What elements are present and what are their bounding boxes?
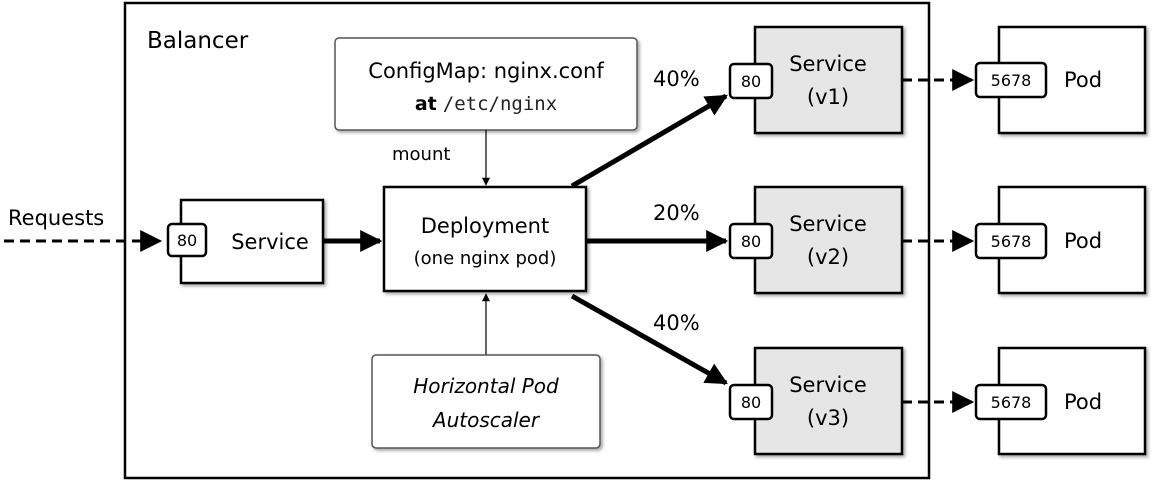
service-v2-title: Service <box>789 212 867 236</box>
hpa-line1: Horizontal Pod <box>413 374 559 398</box>
hpa-node[interactable]: Horizontal Pod Autoscaler <box>371 354 601 449</box>
deployment-title: Deployment <box>421 214 549 238</box>
entry-service-port-label: 80 <box>177 231 197 250</box>
service-v2-port <box>728 222 774 260</box>
entry-service-label: Service <box>231 230 309 254</box>
service-v3-version: (v3) <box>807 406 849 430</box>
service-v1-node[interactable]: 80 Service (v1) <box>728 25 904 135</box>
pod-3-node[interactable]: 5678 Pod <box>974 346 1147 456</box>
configmap-title: ConfigMap: nginx.conf <box>368 59 604 83</box>
service-v3-port-label: 80 <box>741 393 761 412</box>
pod-2-port-label: 5678 <box>991 232 1032 251</box>
pod-2-node[interactable]: 5678 Pod <box>974 185 1147 295</box>
deployment-subtitle: (one nginx pod) <box>414 248 557 269</box>
pod-2-label: Pod <box>1064 229 1102 253</box>
configmap-node[interactable]: ConfigMap: nginx.conf at /etc/nginx <box>334 37 638 131</box>
requests-label: Requests <box>8 206 104 230</box>
pod-1-node[interactable]: 5678 Pod <box>974 25 1147 135</box>
pod-3-port <box>974 383 1048 421</box>
entry-service-port <box>166 222 208 258</box>
configmap-at-label: at <box>415 93 437 115</box>
service-v1-port-label: 80 <box>741 72 761 91</box>
service-v1-title: Service <box>789 52 867 76</box>
service-v3-title: Service <box>789 373 867 397</box>
service-v2-port-label: 80 <box>741 232 761 251</box>
pod-3-label: Pod <box>1064 390 1102 414</box>
configmap-path: /etc/nginx <box>443 93 557 115</box>
pod-3-port-label: 5678 <box>991 393 1032 412</box>
service-v3-node[interactable]: 80 Service (v3) <box>728 346 904 456</box>
deployment-to-v1-arrow <box>570 93 728 189</box>
weight-v2: 20% <box>653 201 700 225</box>
pod-1-port-label: 5678 <box>991 71 1032 90</box>
deployment-node[interactable]: Deployment (one nginx pod) <box>382 185 588 293</box>
weight-v3: 40% <box>653 311 700 335</box>
service-v2-version: (v2) <box>807 245 849 269</box>
service-v1-port <box>728 62 774 100</box>
pod-2-port <box>974 222 1048 260</box>
service-v2-node[interactable]: 80 Service (v2) <box>728 185 904 295</box>
pod-1-port <box>974 61 1048 99</box>
hpa-line2: Autoscaler <box>431 408 541 432</box>
mount-label: mount <box>392 144 450 165</box>
balancer-title: Balancer <box>147 28 249 54</box>
configmap-path-line: at /etc/nginx <box>415 93 557 115</box>
deployment-to-v3-arrow <box>570 293 728 386</box>
service-v1-version: (v1) <box>807 85 849 109</box>
weight-v1: 40% <box>653 67 700 91</box>
service-v3-port <box>728 383 774 421</box>
entry-service-node[interactable]: 80 Service <box>166 198 325 285</box>
pod-1-label: Pod <box>1064 68 1102 92</box>
